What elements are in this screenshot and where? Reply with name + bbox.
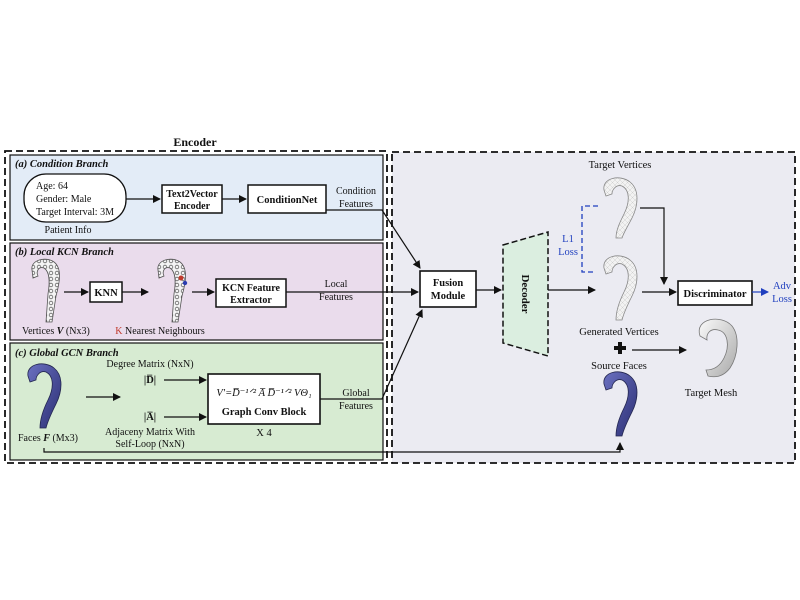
decoder-block bbox=[502, 231, 549, 357]
condition-branch-title: (a) Condition Branch bbox=[15, 159, 109, 170]
discriminator-label: Discriminator bbox=[684, 289, 747, 300]
adv-loss-label-1: Adv bbox=[773, 281, 792, 292]
repeat-label: X 4 bbox=[256, 428, 272, 439]
global-features-label-2: Features bbox=[339, 401, 373, 412]
decoder-label: Decoder bbox=[519, 274, 531, 313]
adjacency-label-2: Self-Loop (NxN) bbox=[115, 439, 184, 450]
encoder-title: Encoder bbox=[173, 135, 217, 149]
patient-interval: Target Interval: 3M bbox=[36, 207, 114, 218]
vertices-label: Vertices V (Nx3) bbox=[22, 326, 90, 337]
graph-conv-block bbox=[207, 373, 321, 425]
adjacency-label-1: Adjaceny Matrix With bbox=[105, 427, 195, 438]
source-faces-label: Source Faces bbox=[591, 361, 647, 372]
local-branch-title: (b) Local KCN Branch bbox=[15, 247, 114, 258]
local-features-label-2: Features bbox=[319, 292, 353, 303]
generated-vertices-label: Generated Vertices bbox=[579, 327, 658, 338]
encoder-frame bbox=[4, 150, 388, 464]
target-mesh-label: Target Mesh bbox=[685, 388, 738, 399]
gcn-formula: V′=D̅⁻¹ᐟ² A̅ D̅⁻¹ᐟ² VΘ₁ bbox=[216, 388, 311, 399]
fusion-label-2: Module bbox=[431, 291, 466, 302]
kcn-extractor-label-1: KCN Feature bbox=[222, 283, 280, 294]
conditionnet-label: ConditionNet bbox=[257, 195, 318, 206]
arrow-faces-to-source-faces bbox=[43, 442, 624, 453]
global-branch-panel bbox=[9, 342, 384, 461]
faces-label: Faces F (Mx3) bbox=[18, 433, 78, 444]
local-features-label-1: Local bbox=[325, 279, 348, 290]
adjacency-symbol: |A̅| bbox=[144, 412, 156, 423]
arrow-global-to-fusion bbox=[320, 309, 423, 400]
target-vertices-label: Target Vertices bbox=[589, 160, 652, 171]
target-vertices-mesh bbox=[603, 177, 638, 239]
patient-gender: Gender: Male bbox=[36, 194, 92, 205]
text2vector-label-2: Encoder bbox=[174, 201, 211, 212]
global-branch-title: (c) Global GCN Branch bbox=[15, 348, 119, 359]
l1-loss-connector bbox=[581, 205, 598, 273]
knn-label: KNN bbox=[94, 288, 118, 299]
conditionnet-box bbox=[247, 184, 327, 214]
kcn-extractor-box bbox=[215, 278, 287, 308]
source-faces-mesh bbox=[603, 371, 638, 437]
nn-label: K Nearest Neighbours bbox=[115, 326, 205, 337]
fusion-module bbox=[419, 270, 477, 308]
arrow-target-to-discriminator bbox=[640, 207, 668, 285]
l1-loss-label-1: L1 bbox=[562, 234, 574, 245]
generated-vertices-mesh bbox=[603, 255, 638, 321]
neighbour-highlight bbox=[178, 275, 184, 281]
patient-info-box bbox=[23, 173, 127, 223]
neighbour-highlight bbox=[182, 280, 188, 286]
target-mesh-render bbox=[698, 318, 738, 378]
l1-loss-label-2: Loss bbox=[558, 247, 578, 258]
adv-loss-label-2: Loss bbox=[772, 294, 792, 305]
degree-symbol: |D̅| bbox=[144, 375, 156, 386]
degree-matrix-label: Degree Matrix (NxN) bbox=[106, 359, 193, 370]
global-features-label-1: Global bbox=[342, 388, 369, 399]
arrow-condition-to-fusion bbox=[326, 209, 421, 269]
kcn-extractor-label-2: Extractor bbox=[230, 295, 272, 306]
vertices-pointcloud bbox=[31, 258, 60, 323]
fusion-label-1: Fusion bbox=[433, 278, 464, 289]
graph-conv-block-label: Graph Conv Block bbox=[222, 407, 307, 418]
condition-features-label-1: Condition bbox=[336, 186, 376, 197]
neighbours-pointcloud bbox=[157, 258, 186, 323]
faces-aorta-mesh bbox=[27, 363, 62, 429]
patient-age: Age: 64 bbox=[36, 181, 68, 192]
plus-icon bbox=[614, 342, 626, 354]
condition-features-label-2: Features bbox=[339, 199, 373, 210]
text2vector-box bbox=[161, 184, 223, 214]
discriminator-box bbox=[677, 280, 753, 306]
patient-info-label: Patient Info bbox=[45, 225, 92, 236]
text2vector-label-1: Text2Vector bbox=[166, 189, 218, 200]
